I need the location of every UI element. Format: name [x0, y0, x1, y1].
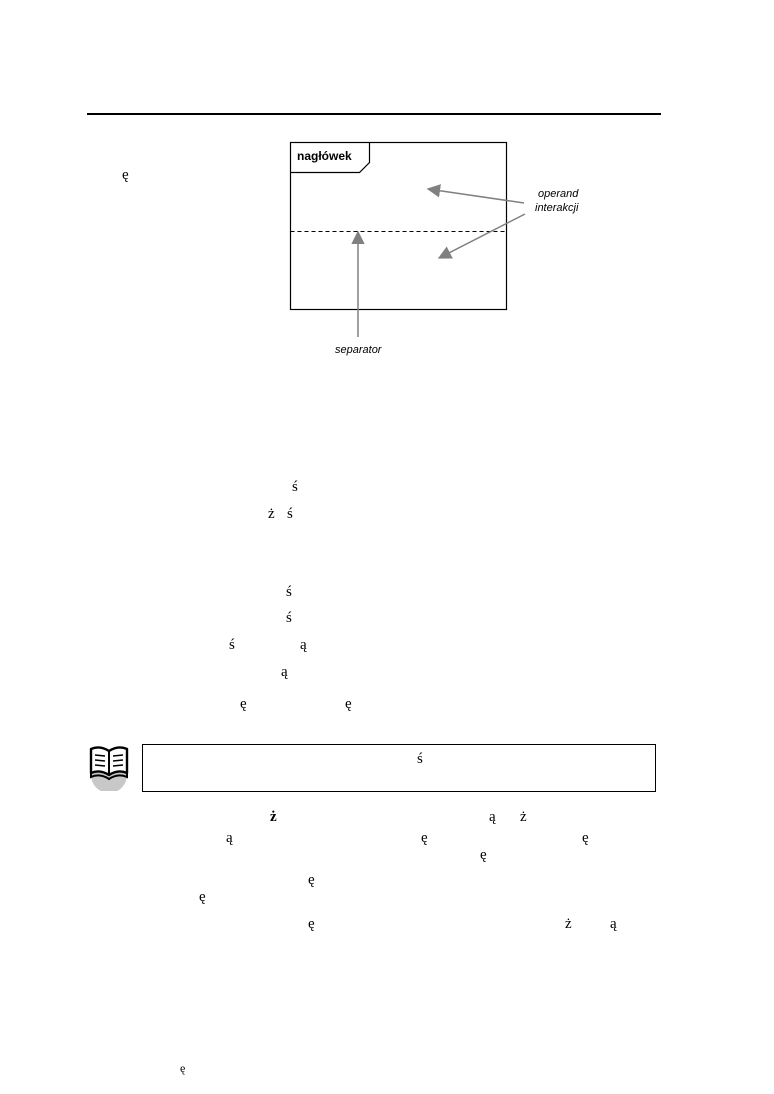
glyph: ę [240, 696, 247, 712]
header-label: nagłówek [297, 149, 352, 163]
glyph: ż [565, 916, 572, 932]
operand-arrow-upper [426, 184, 525, 204]
glyph: ą [489, 809, 496, 825]
glyph: ś [417, 751, 423, 767]
operand-label-line1: operand [538, 188, 579, 200]
glyph: ś [292, 479, 298, 495]
glyph: ę [180, 1061, 186, 1075]
fragment-frame [289, 141, 508, 311]
separator-label: separator [335, 344, 383, 356]
glyph: ę [308, 916, 315, 932]
book-icon [85, 741, 133, 793]
glyph: ę [199, 889, 206, 905]
glyph: ż [268, 506, 275, 522]
combined-fragment-diagram: nagłówek operand interakcji separator [289, 141, 579, 356]
glyph: ś [286, 610, 292, 626]
glyph: ę [480, 847, 487, 863]
glyph: ą [226, 830, 233, 846]
glyph: ą [610, 916, 617, 932]
header-rule [87, 113, 661, 115]
glyph: ę [122, 167, 129, 183]
glyph: ę [421, 830, 428, 846]
header-tab [290, 142, 371, 174]
glyph: ę [582, 830, 589, 846]
operand-label-line2: interakcji [535, 202, 579, 214]
glyph: ś [229, 637, 235, 653]
glyph: ę [308, 872, 315, 888]
glyph: ś [287, 506, 293, 522]
glyph: ś [286, 584, 292, 600]
glyph: ą [300, 637, 307, 653]
glyph: ż [520, 809, 527, 825]
glyph: ż [270, 809, 277, 825]
note-box [142, 744, 656, 792]
glyph: ę [345, 696, 352, 712]
operand-arrow-lower [437, 213, 526, 259]
glyph: ą [281, 664, 288, 680]
